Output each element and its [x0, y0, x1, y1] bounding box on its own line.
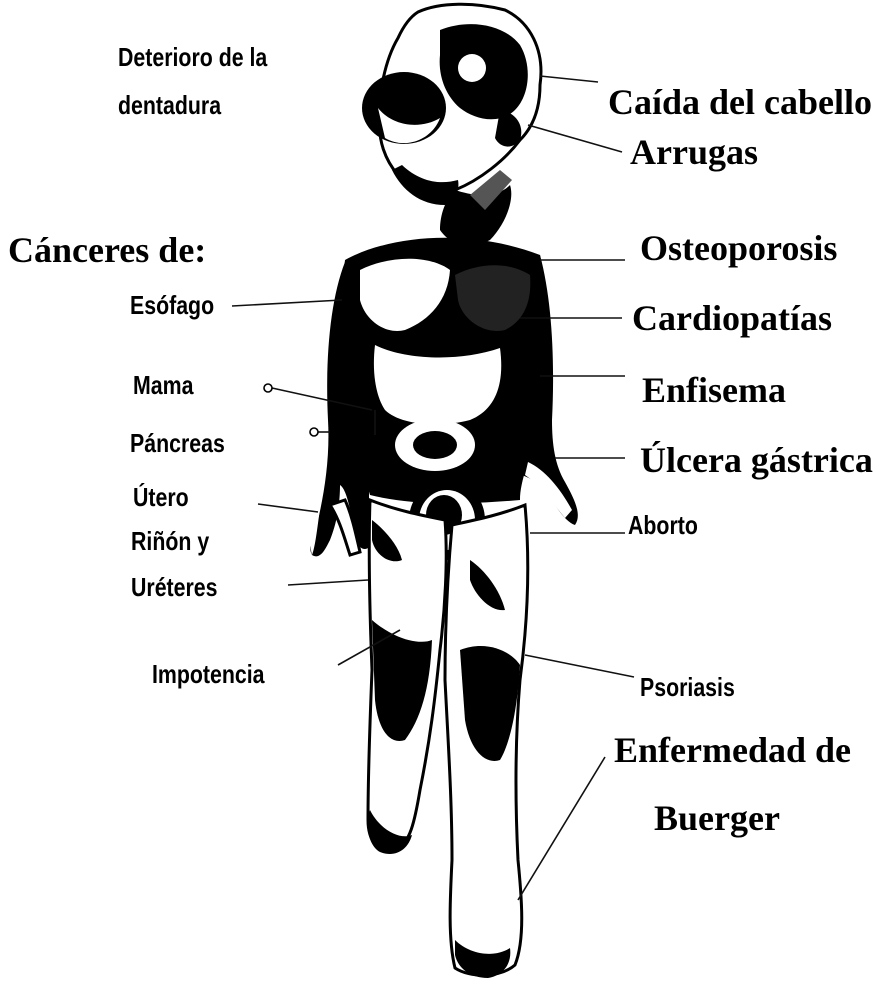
- label-mama: Mama: [133, 372, 193, 398]
- pancreas-marker: [310, 428, 318, 436]
- leader-caida-cabello: [540, 76, 598, 82]
- label-buerger: Buerger: [654, 800, 780, 836]
- label-ureteres: Uréteres: [131, 574, 218, 600]
- label-deterioro-dentadura-line2: dentadura: [118, 92, 221, 118]
- leader-utero: [258, 504, 318, 512]
- label-enfisema: Enfisema: [642, 372, 786, 408]
- leader-arrugas: [528, 125, 622, 152]
- label-canceres-de: Cánceres de:: [8, 232, 206, 268]
- label-rinon-y: Riñón y: [131, 528, 209, 554]
- label-enfermedad-de: Enfermedad de: [614, 732, 851, 768]
- figure-left-leg: [368, 500, 447, 854]
- leader-ureteres: [288, 580, 368, 585]
- label-psoriasis: Psoriasis: [640, 674, 735, 700]
- label-aborto: Aborto: [628, 512, 698, 538]
- label-arrugas: Arrugas: [630, 134, 758, 170]
- label-ulcera-gastrica: Úlcera gástrica: [640, 442, 873, 478]
- label-pancreas: Páncreas: [130, 430, 225, 456]
- figure-head: [362, 4, 541, 205]
- figure-right-leg: [445, 505, 528, 978]
- mama-marker: [264, 384, 272, 392]
- leader-esofago: [232, 300, 342, 306]
- leader-psoriasis: [525, 655, 634, 677]
- leader-buerger: [518, 757, 605, 900]
- label-esofago: Esófago: [130, 292, 214, 318]
- label-caida-cabello: Caída del cabello: [608, 84, 872, 120]
- label-deterioro-dentadura-line1: Deterioro de la: [118, 44, 267, 70]
- label-impotencia: Impotencia: [152, 661, 265, 687]
- label-osteoporosis: Osteoporosis: [640, 230, 837, 266]
- label-cardiopatias: Cardiopatías: [632, 300, 832, 336]
- label-utero: Útero: [133, 484, 189, 510]
